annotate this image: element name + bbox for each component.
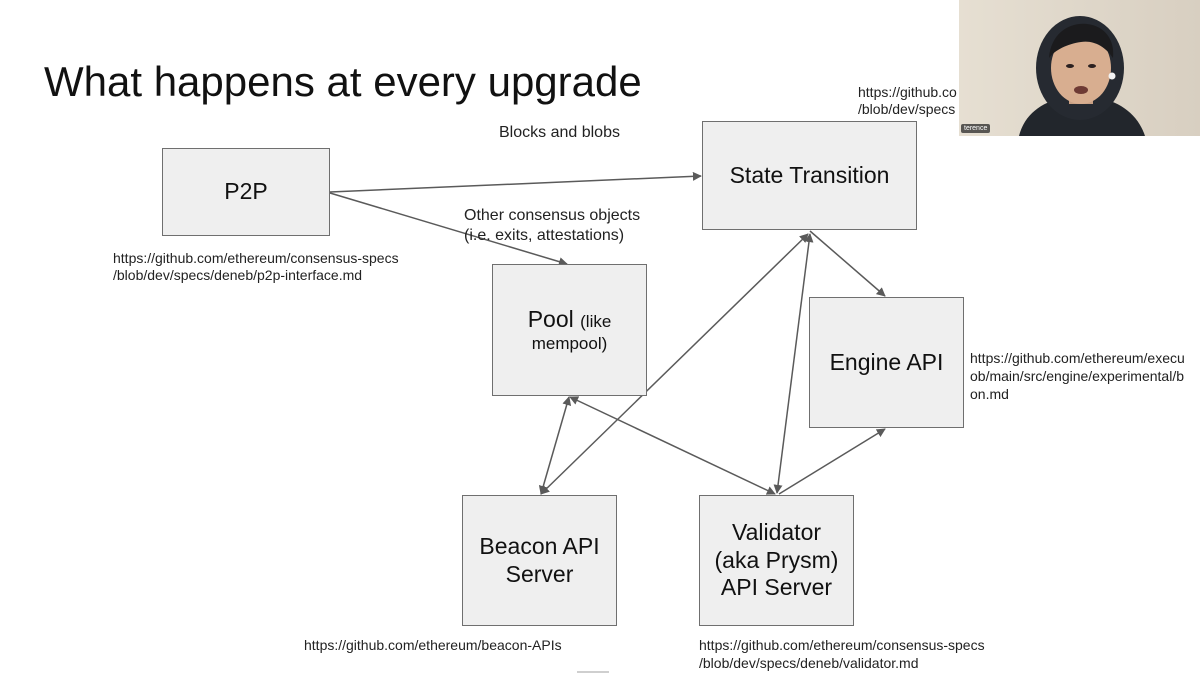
- validator-box: Validator (aka Prysm) API Server: [699, 495, 854, 626]
- speaker-video-frame: [959, 0, 1200, 136]
- validator-label-line1: Validator: [731, 519, 822, 546]
- state-transition-link-line1[interactable]: https://github.co: [858, 84, 957, 100]
- engine-api-link-line3[interactable]: on.md: [970, 386, 1009, 402]
- engine-api-link-line2[interactable]: ob/main/src/engine/experimental/b: [970, 368, 1185, 384]
- beacon-api-box: Beacon API Server: [462, 495, 617, 626]
- pool-box: Pool (like mempool): [492, 264, 647, 396]
- p2p-spec-link-line1[interactable]: https://github.com/ethereum/consensus-sp…: [113, 250, 399, 266]
- validator-label-line3: API Server: [720, 574, 833, 601]
- pool-main-label: Pool: [527, 306, 574, 332]
- arrow-p2p-to-state-transition: [329, 171, 702, 193]
- state-transition-label: State Transition: [729, 161, 890, 188]
- p2p-box: P2P: [162, 148, 330, 236]
- other-consensus-label-line2: (i.e. exits, attestations): [464, 227, 625, 244]
- beacon-api-label-line1: Beacon API: [479, 532, 600, 559]
- engine-api-box: Engine API: [809, 297, 964, 428]
- pool-paren-open: (like: [580, 312, 612, 331]
- p2p-spec-link-line2[interactable]: /blob/dev/specs/deneb/p2p-interface.md: [113, 267, 363, 283]
- blocks-and-blobs-label: Blocks and blobs: [499, 124, 620, 141]
- p2p-label: P2P: [224, 178, 268, 205]
- state-transition-box: State Transition: [702, 121, 917, 230]
- arrow-pool-beacon: [538, 396, 572, 495]
- state-transition-link-line2[interactable]: /blob/dev/specs: [858, 101, 956, 117]
- arrow-p2p-to-pool: [329, 192, 568, 266]
- arrow-state-transition-to-engine-api: [809, 230, 886, 297]
- arrow-validator-to-engine-api: [778, 428, 886, 495]
- pool-paren-close: mempool): [531, 333, 608, 353]
- webcam-overlay[interactable]: terence: [959, 0, 1200, 136]
- beacon-api-link[interactable]: https://github.com/ethereum/beacon-APIs: [304, 637, 562, 653]
- arrow-validator-state-transition: [773, 233, 814, 494]
- validator-spec-link-line2[interactable]: /blob/dev/specs/deneb/validator.md: [699, 655, 919, 671]
- beacon-api-label-line2: Server: [505, 560, 574, 587]
- arrow-pool-validator: [569, 396, 776, 495]
- validator-label-line2: (aka Prysm): [714, 546, 839, 573]
- pool-label: Pool (like: [528, 306, 612, 334]
- engine-api-link-line1[interactable]: https://github.com/ethereum/execu: [970, 350, 1185, 366]
- validator-spec-link-line1[interactable]: https://github.com/ethereum/consensus-sp…: [699, 637, 985, 653]
- participant-name-tag: terence: [961, 124, 991, 133]
- slide-progress-indicator: [577, 671, 609, 673]
- slide-title: What happens at every upgrade: [44, 58, 642, 105]
- engine-api-label: Engine API: [829, 348, 944, 375]
- other-consensus-label-line1: Other consensus objects: [464, 207, 641, 224]
